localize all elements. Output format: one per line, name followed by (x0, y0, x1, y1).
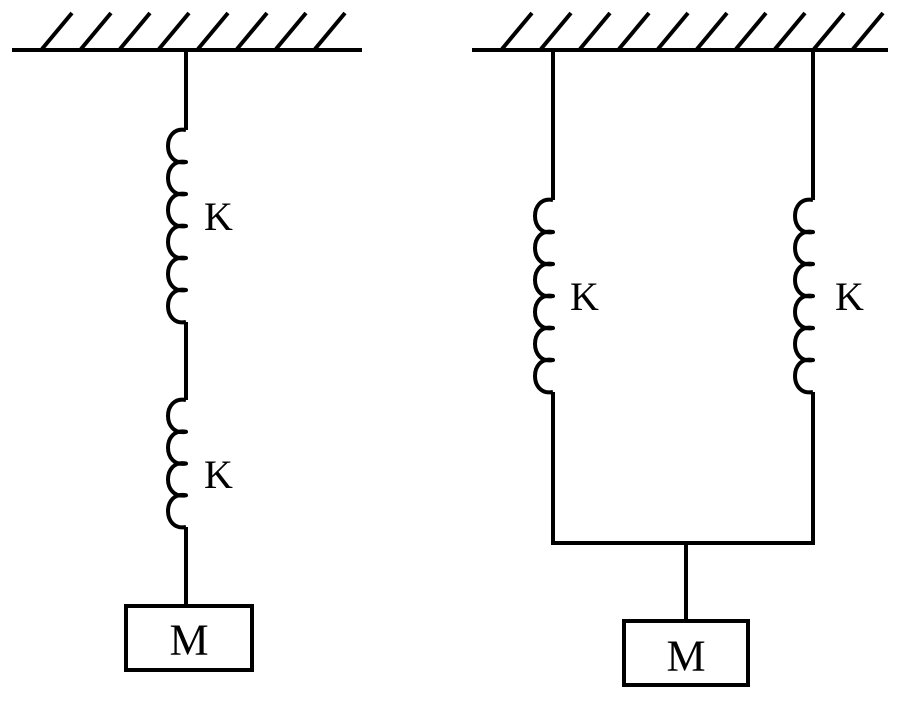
parallel-spring-left (533, 197, 555, 395)
hatch-mark (118, 11, 152, 51)
hatch-mark (40, 11, 74, 51)
left-ceiling-support (12, 11, 362, 52)
hatch-mark (773, 11, 807, 51)
hatch-mark (734, 11, 768, 51)
hatch-mark (617, 11, 651, 51)
parallel-mass-block (622, 619, 750, 687)
hatch-mark (656, 11, 690, 51)
series-spring-bottom (166, 397, 188, 530)
series-spring-bottom-label: K (204, 452, 233, 497)
hatch-mark (851, 11, 885, 51)
hatch-mark (196, 11, 230, 51)
hatch-mark (500, 11, 534, 51)
series-mass-block (124, 604, 254, 672)
parallel-system: K K M (472, 11, 888, 687)
hatch-mark (274, 11, 308, 51)
hatch-mark (578, 11, 612, 51)
left-ceiling-hatching (40, 11, 347, 51)
right-ceiling-hatching (500, 11, 885, 51)
hatch-mark (695, 11, 729, 51)
hatch-mark (313, 11, 347, 51)
series-mass-label: M (169, 616, 208, 665)
right-ceiling-support (472, 11, 888, 52)
series-spring-top-label: K (204, 194, 233, 239)
parallel-mass-label: M (666, 632, 705, 681)
hatch-mark (812, 11, 846, 51)
hatch-mark (79, 11, 113, 51)
hatch-mark (157, 11, 191, 51)
parallel-spring-left-label: K (570, 274, 599, 319)
parallel-spring-right (793, 197, 815, 395)
parallel-spring-right-label: K (835, 274, 864, 319)
hatch-mark (539, 11, 573, 51)
hatch-mark (235, 11, 269, 51)
series-system: K K M (12, 11, 362, 672)
series-spring-top (166, 127, 188, 325)
